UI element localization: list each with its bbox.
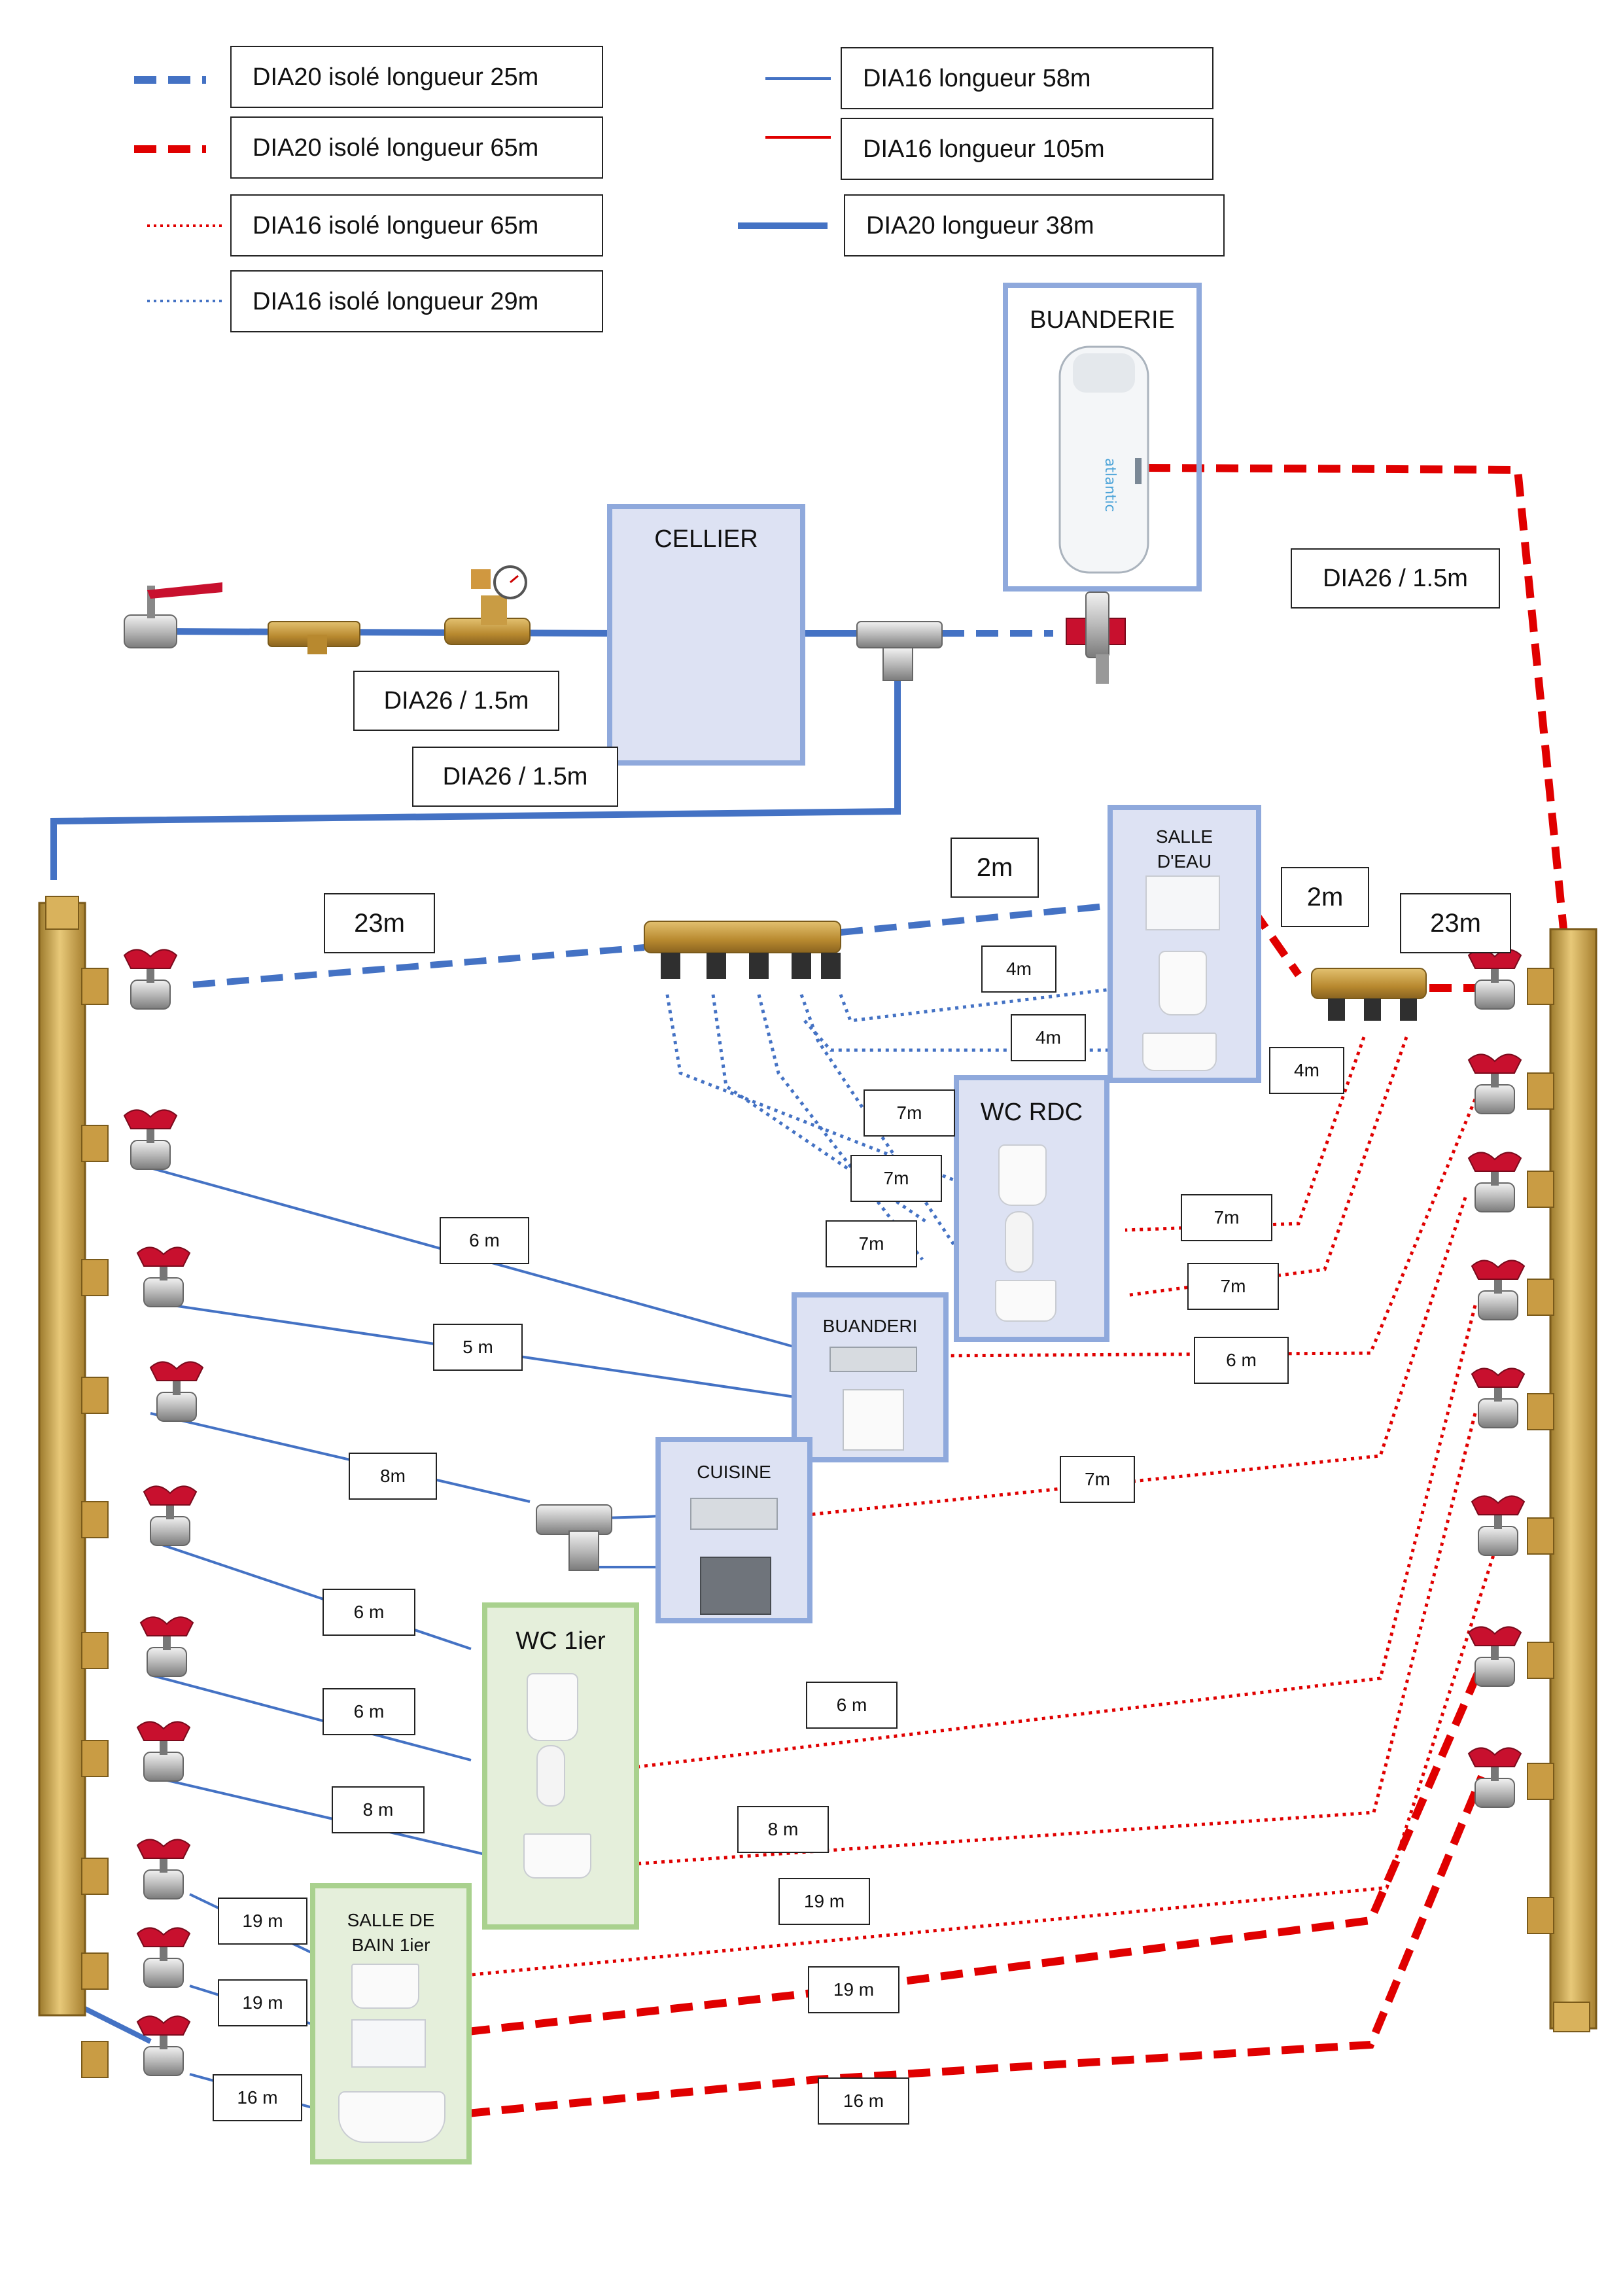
room-title: BUANDERI: [822, 1316, 918, 1336]
legend-dia16-105m: DIA16 longueur 105m: [841, 118, 1213, 180]
label-wc-rdc-7m-b: 7m: [850, 1155, 942, 1202]
label-wc-rdc-7m-r2: 7m: [1187, 1263, 1279, 1310]
room-buanderie-top: BUANDERIE: [1003, 283, 1202, 592]
label-2m-right: 2m: [1281, 867, 1369, 927]
label-salle-eau-4m-c: 4m: [1269, 1047, 1344, 1094]
label-dia26-right: DIA26 / 1.5m: [1291, 548, 1500, 609]
washbasin-icon: [995, 1280, 1056, 1322]
cold-collector-top: [644, 921, 841, 979]
room-title: CUISINE: [697, 1462, 771, 1482]
legend-dia20-insulated-65m: DIA20 isolé longueur 65m: [230, 116, 603, 179]
room-buanderi: BUANDERI: [792, 1292, 949, 1462]
toilet-icon: [1159, 951, 1207, 1016]
label-sdb-16m: 16 m: [213, 2074, 302, 2121]
room-title: SALLE D'EAU: [1155, 826, 1213, 872]
bathtub-icon: [338, 2091, 445, 2143]
label-buanderi-6m-right: 6 m: [1194, 1337, 1289, 1384]
toilet-icon: [998, 1144, 1047, 1206]
pipes: [50, 464, 1571, 2117]
hygienic-shower-icon: [536, 1745, 565, 1807]
label-dia26-a: DIA26 / 1.5m: [353, 671, 559, 731]
label-sdb-19m-right-a: 19 m: [778, 1878, 870, 1925]
washbasin-icon: [1142, 1033, 1217, 1071]
label-23m-right: 23m: [1400, 893, 1511, 953]
label-salle-eau-4m-a: 4m: [981, 945, 1056, 993]
shower-tray-icon: [1145, 875, 1220, 930]
sink-icon: [690, 1498, 778, 1530]
legend-dia16-insulated-65m: DIA16 isolé longueur 65m: [230, 194, 603, 256]
label-wc-rdc-7m-c: 7m: [826, 1220, 917, 1267]
label-wc-rdc-7m-r1: 7m: [1181, 1194, 1272, 1241]
cuisine-tee-fitting: [536, 1504, 612, 1571]
room-title: WC RDC: [980, 1099, 1083, 1126]
washbasin-icon: [351, 1964, 419, 2009]
washing-machine-icon: [843, 1389, 904, 1451]
label-buanderi-5m-left: 5 m: [433, 1324, 523, 1371]
room-salle-eau: SALLE D'EAU: [1108, 805, 1261, 1083]
label-wc-1ier-6m-b: 6 m: [323, 1688, 415, 1735]
label-sdb-19m-right-b: 19 m: [808, 1966, 899, 2013]
legend-dia16-58m: DIA16 longueur 58m: [841, 47, 1213, 109]
label-sdb-19m-b: 19 m: [218, 1979, 307, 2026]
legend-dia16-insulated-29m: DIA16 isolé longueur 29m: [230, 270, 603, 332]
svg-text:atlantic: atlantic: [1102, 458, 1118, 512]
room-title: CELLIER: [654, 525, 758, 553]
label-salle-eau-4m-b: 4m: [1011, 1014, 1086, 1061]
room-cellier: CELLIER: [607, 504, 805, 766]
legend-swatches: [134, 76, 831, 302]
label-cuisine-7m-right: 7m: [1060, 1456, 1135, 1503]
label-wc-1ier-6m-right: 6 m: [806, 1682, 898, 1729]
room-salle-de-bain-1ier: SALLE DE BAIN 1ier: [310, 1883, 472, 2164]
label-wc-1ier-8m: 8 m: [332, 1786, 425, 1833]
shower-tray-icon: [351, 2019, 426, 2068]
left-collector: [38, 896, 203, 2078]
room-cuisine: CUISINE: [655, 1437, 812, 1623]
label-dia26-b: DIA26 / 1.5m: [412, 747, 618, 807]
label-wc-rdc-7m-a: 7m: [864, 1089, 955, 1137]
label-sdb-16m-right: 16 m: [818, 2077, 909, 2125]
brass-filter-fitting: [268, 621, 360, 654]
room-title: SALLE DE BAIN 1ier: [347, 1910, 435, 1955]
water-heater: atlantic: [1058, 345, 1149, 574]
sink-icon: [829, 1347, 917, 1372]
tee-fitting: [856, 621, 943, 681]
label-sdb-19m-a: 19 m: [218, 1898, 307, 1945]
room-wc-1ier: WC 1ier: [482, 1602, 639, 1930]
label-wc-1ier-8m-right: 8 m: [737, 1806, 829, 1853]
room-title: BUANDERIE: [1030, 306, 1175, 334]
washbasin-icon: [523, 1833, 591, 1879]
safety-group: [1066, 592, 1126, 684]
dishwasher-icon: [700, 1557, 771, 1615]
hygienic-shower-icon: [1005, 1211, 1034, 1273]
legend-dia20-insulated-25m: DIA20 isolé longueur 25m: [230, 46, 603, 108]
label-23m-left: 23m: [324, 893, 435, 953]
label-2m-left: 2m: [951, 838, 1039, 898]
pressure-reducer: [444, 565, 531, 645]
right-collector: [1468, 928, 1597, 2032]
label-buanderi-6m-left: 6 m: [440, 1217, 529, 1264]
inlet-ball-valve: [124, 582, 222, 648]
legend-dia20-38m: DIA20 longueur 38m: [844, 194, 1225, 256]
toilet-icon: [527, 1673, 578, 1741]
hot-collector-top: [1311, 968, 1427, 1021]
label-wc-1ier-6m-a: 6 m: [323, 1589, 415, 1636]
label-cuisine-8m-left: 8m: [349, 1453, 437, 1500]
room-wc-rdc: WC RDC: [954, 1075, 1109, 1342]
room-title: WC 1ier: [515, 1627, 606, 1655]
